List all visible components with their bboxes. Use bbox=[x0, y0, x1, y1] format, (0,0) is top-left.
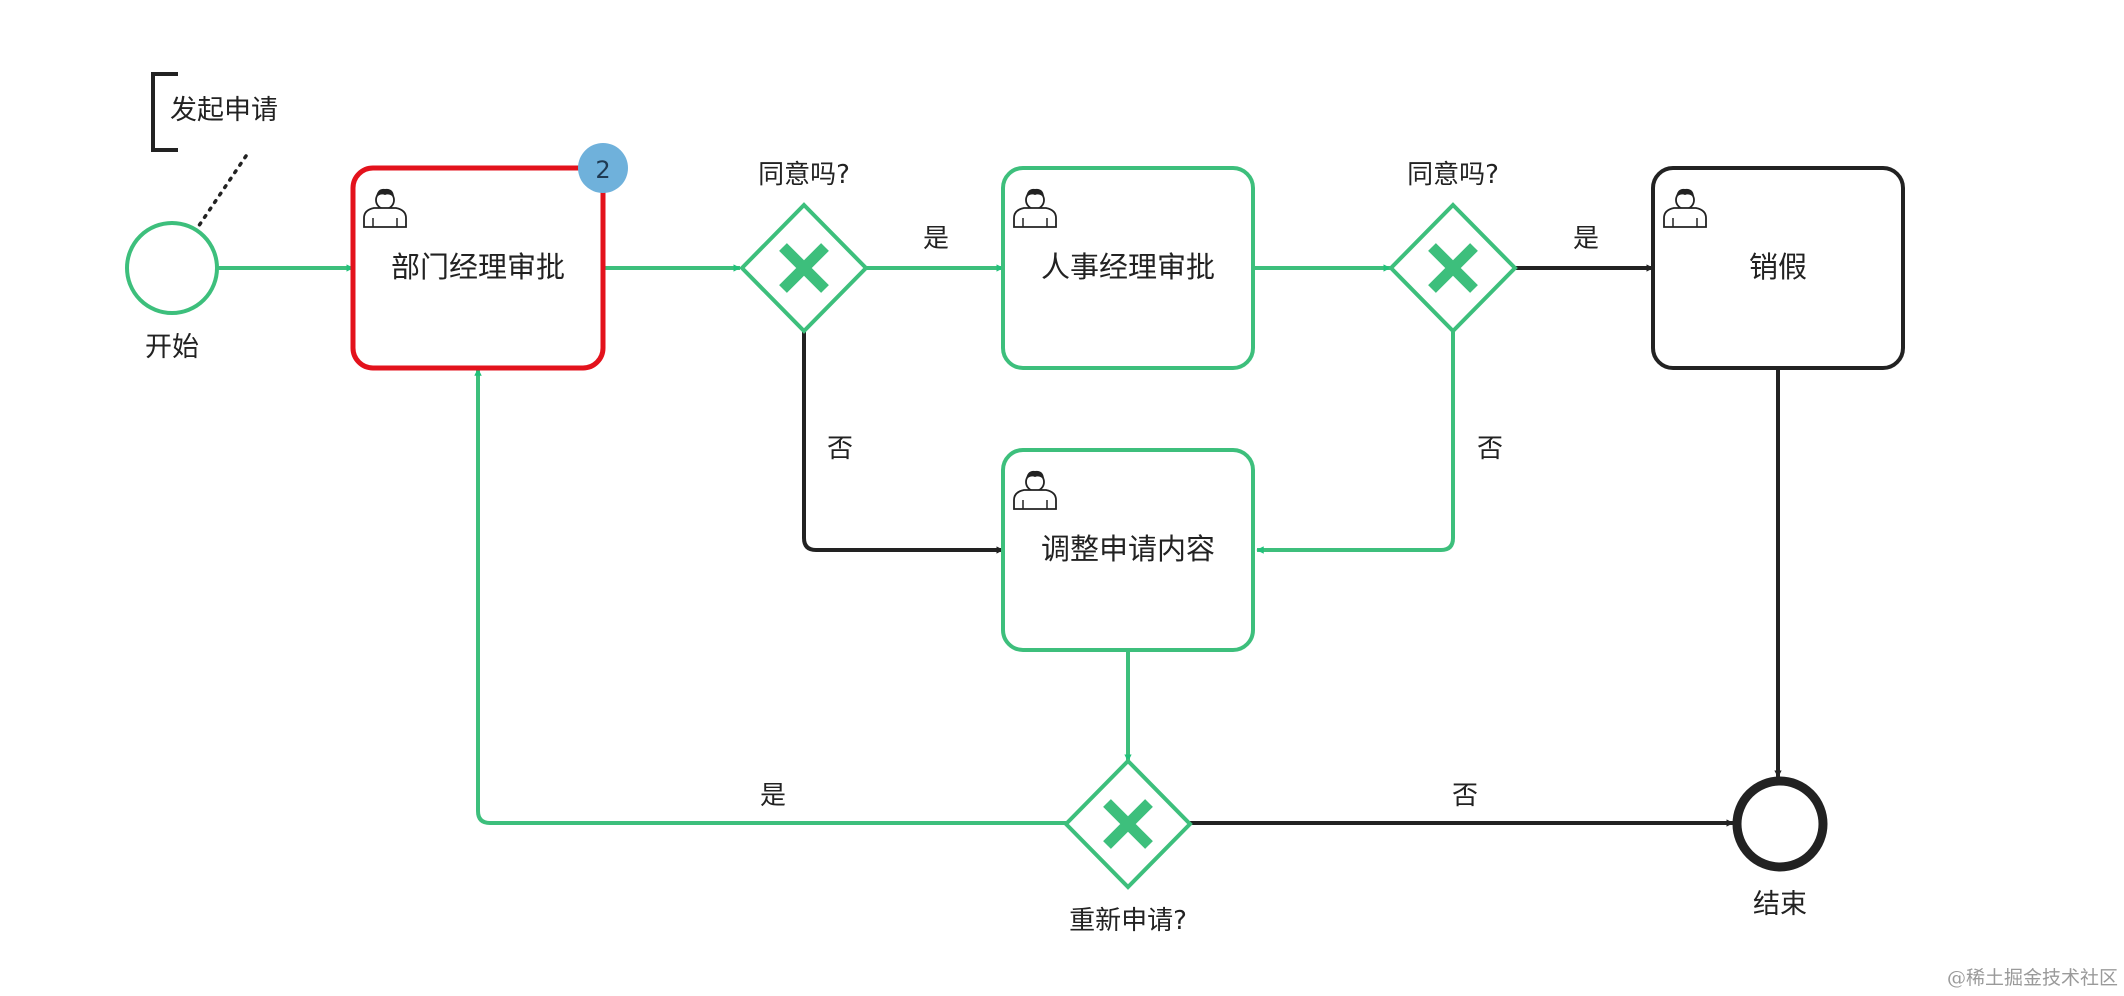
task-label: 调整申请内容 bbox=[1041, 532, 1215, 566]
start-event-label: 开始 bbox=[145, 332, 199, 363]
end-event-label: 结束 bbox=[1753, 889, 1807, 920]
token-count-badge bbox=[578, 143, 628, 193]
annotation-bracket bbox=[151, 72, 178, 152]
gateway-approve-1[interactable]: 同意吗? bbox=[739, 160, 869, 334]
task-cancel-leave[interactable]: 销假 bbox=[1651, 166, 1905, 370]
flow-g1-to-adjust[interactable] bbox=[802, 329, 1004, 554]
edge-label-g3-yes: 是 bbox=[760, 781, 786, 811]
end-event[interactable]: 结束 bbox=[1732, 776, 1828, 920]
gateway-label: 同意吗? bbox=[758, 160, 850, 190]
x-icon bbox=[779, 243, 829, 293]
edge-label-g2-no: 否 bbox=[1477, 434, 1503, 464]
edge-label-g2-yes: 是 bbox=[1573, 224, 1599, 254]
task-box bbox=[1001, 166, 1255, 370]
edge-labels: 是 否 是 否 是 否 bbox=[760, 224, 1599, 811]
edges bbox=[194, 154, 1782, 827]
watermark: @稀土掘金技术社区 bbox=[1947, 967, 2118, 989]
edge-label-g1-no: 否 bbox=[827, 434, 853, 464]
start-event[interactable]: 开始 bbox=[125, 221, 219, 363]
gateway-label: 同意吗? bbox=[1407, 160, 1499, 190]
gateway-approve-2[interactable]: 同意吗? bbox=[1388, 160, 1518, 334]
task-box bbox=[1001, 448, 1255, 652]
flow-g3-to-dept[interactable] bbox=[474, 368, 1066, 825]
task-box bbox=[1651, 166, 1905, 370]
task-label: 部门经理审批 bbox=[391, 250, 565, 284]
gateway-label: 重新申请? bbox=[1069, 906, 1187, 936]
task-hr-manager-approval[interactable]: 人事经理审批 bbox=[1001, 166, 1255, 370]
text-annotation[interactable]: 发起申请 bbox=[151, 72, 278, 152]
end-event-circle bbox=[1732, 776, 1828, 872]
task-label: 销假 bbox=[1749, 250, 1807, 284]
x-icon bbox=[1428, 243, 1478, 293]
task-adjust-request[interactable]: 调整申请内容 bbox=[1001, 448, 1255, 652]
annotation-association bbox=[194, 154, 248, 232]
x-icon bbox=[1103, 799, 1153, 849]
start-event-circle bbox=[125, 221, 219, 315]
edge-label-g3-no: 否 bbox=[1452, 781, 1478, 811]
gateway-reapply[interactable]: 重新申请? bbox=[1063, 758, 1193, 936]
task-label: 人事经理审批 bbox=[1041, 250, 1215, 284]
token-count-text: 2 bbox=[595, 156, 610, 184]
task-box bbox=[350, 165, 606, 371]
annotation-text: 发起申请 bbox=[170, 95, 278, 126]
edge-label-g1-yes: 是 bbox=[923, 224, 949, 254]
task-dept-manager-approval[interactable]: 部门经理审批 2 bbox=[350, 143, 628, 371]
flow-g2-to-adjust[interactable] bbox=[1256, 329, 1455, 554]
